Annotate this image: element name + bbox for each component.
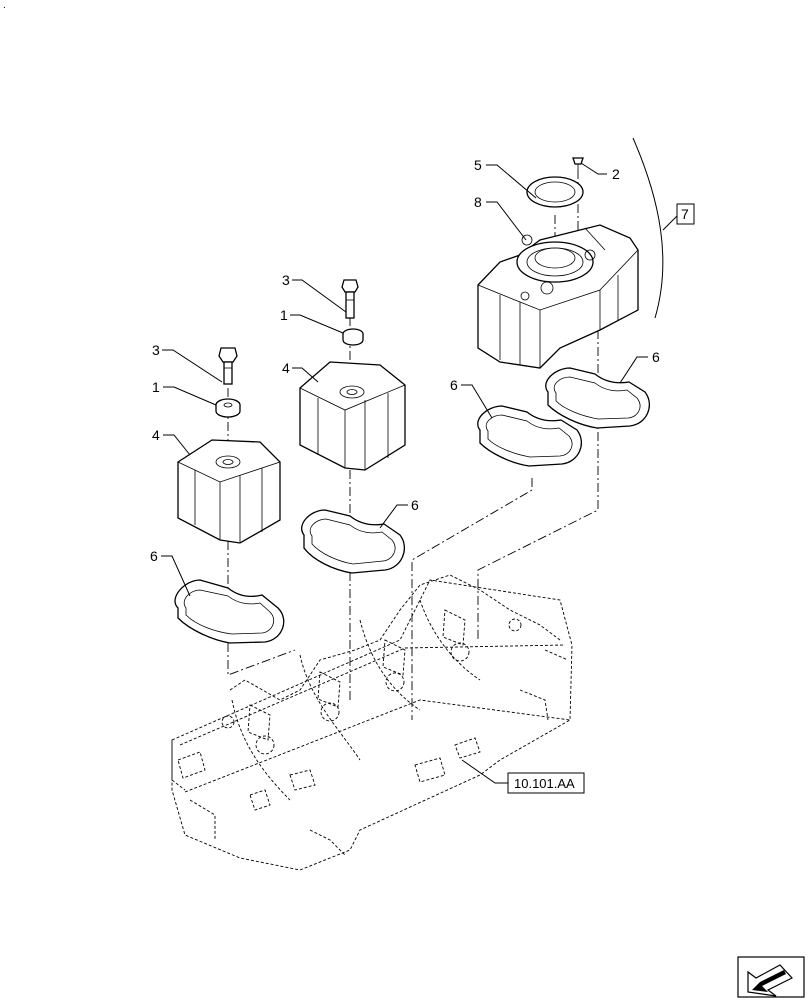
gasket-middle bbox=[301, 509, 405, 574]
valve-cover-middle bbox=[299, 361, 406, 471]
callout-1-middle: 1 bbox=[280, 307, 288, 323]
callout-3-left: 3 bbox=[152, 342, 160, 358]
valve-cover-left bbox=[177, 439, 281, 544]
callout-6-right-upper: 6 bbox=[652, 349, 660, 365]
reference-link[interactable]: 10.101.AA bbox=[507, 772, 585, 794]
group-bracket bbox=[632, 137, 664, 319]
callout-6-left: 6 bbox=[150, 548, 158, 564]
gasket-left bbox=[174, 579, 285, 644]
valve-cover-right bbox=[477, 224, 639, 369]
gasket-right-lower bbox=[477, 405, 582, 467]
callout-7-box: 7 bbox=[676, 203, 695, 225]
callout-3-middle: 3 bbox=[282, 272, 290, 288]
leader-lines bbox=[161, 162, 679, 784]
cylinder-head-ghost bbox=[171, 574, 573, 871]
washer-middle bbox=[342, 328, 364, 346]
callout-labels: 3 1 4 3 1 4 6 6 6 6 5 8 2 bbox=[150, 157, 660, 564]
callout-6-right-lower: 6 bbox=[450, 377, 458, 393]
reference-label: 10.101.AA bbox=[514, 776, 575, 791]
callout-2: 2 bbox=[612, 166, 620, 182]
gasket-right-upper bbox=[545, 367, 650, 429]
callout-6-middle: 6 bbox=[411, 497, 419, 513]
callout-4-left: 4 bbox=[152, 427, 160, 443]
callout-5: 5 bbox=[474, 157, 482, 173]
bolt-left bbox=[218, 347, 238, 385]
screw-right bbox=[572, 157, 584, 170]
washer-left bbox=[215, 398, 241, 418]
callout-1-left: 1 bbox=[152, 379, 160, 395]
corner-mark: . bbox=[3, 0, 6, 11]
callout-7: 7 bbox=[681, 206, 689, 222]
bolt-middle bbox=[341, 279, 359, 319]
cover-ring bbox=[526, 176, 584, 208]
callout-8: 8 bbox=[474, 194, 482, 210]
callout-4-middle: 4 bbox=[282, 360, 290, 376]
arrow-icon[interactable] bbox=[737, 956, 805, 998]
